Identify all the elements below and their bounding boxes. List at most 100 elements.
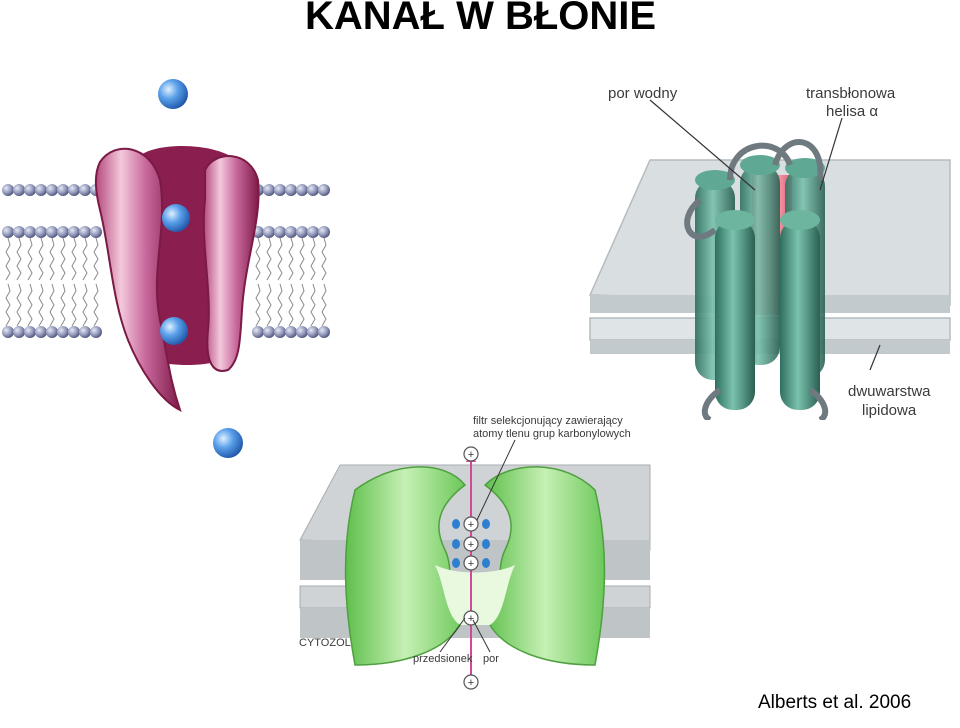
helix-channel-panel: por wodny transbłonowa helisa α dwuwarst…: [588, 85, 951, 420]
lipid-tail: [321, 283, 327, 327]
label-water-pore: por wodny: [608, 85, 678, 102]
lipid-tail: [60, 283, 66, 327]
label-transmembrane-helix-line2: helisa α: [826, 103, 878, 120]
svg-text:+: +: [468, 519, 474, 531]
label-selectivity-filter-line2: atomy tlenu grup karbonylowych: [473, 428, 631, 440]
channel-protein-left-subunit: [94, 147, 182, 412]
lipid-head: [24, 326, 36, 338]
label-lipid-bilayer-line2: lipidowa: [862, 402, 917, 419]
lipid-tail: [5, 283, 11, 327]
lipid-head: [274, 184, 286, 196]
lipid-head: [57, 226, 69, 238]
lipid-head: [46, 226, 58, 238]
lipid-tail: [38, 237, 44, 281]
lipid-tail: [49, 237, 55, 281]
ion-in-channel-upper: [162, 204, 190, 232]
lipid-head: [318, 226, 330, 238]
filter-vestibule: [435, 565, 515, 625]
lipid-tail: [27, 283, 33, 327]
lipid-tail: [5, 237, 11, 281]
permeating-ions: [463, 446, 479, 690]
svg-text:+: +: [468, 449, 474, 461]
lipid-tail: [27, 237, 33, 281]
lipid-head: [90, 226, 102, 238]
lipid-head: [13, 226, 25, 238]
label-lipid-bilayer-line1: dwuwarstwa: [848, 383, 931, 400]
lipid-tail: [16, 283, 22, 327]
lipid-head: [296, 184, 308, 196]
ion-below-membrane: [213, 428, 243, 458]
svg-text:+: +: [468, 539, 474, 551]
lipid-tail: [60, 237, 66, 281]
lipid-head: [79, 226, 91, 238]
lipid-head: [263, 326, 275, 338]
lipid-head: [318, 184, 330, 196]
lipid-head: [24, 226, 36, 238]
lipid-tail: [255, 283, 261, 327]
lipid-head: [285, 226, 297, 238]
lipid-bilayer: [2, 184, 330, 338]
lipid-head: [2, 226, 14, 238]
lipid-head: [307, 184, 319, 196]
lipid-tail: [266, 237, 272, 281]
lipid-head: [13, 184, 25, 196]
lipid-head: [307, 326, 319, 338]
label-selectivity-filter-line1: filtr selekcjonujący zawierający: [473, 415, 623, 427]
filter-protein-right: [483, 466, 606, 666]
page-title: KANAŁ W BŁONIE: [305, 0, 657, 38]
lipid-head: [79, 326, 91, 338]
lipid-tail: [288, 237, 294, 281]
ion-above-membrane: [158, 79, 188, 109]
ion-in-channel-lower: [160, 317, 188, 345]
lipid-tail: [288, 283, 294, 327]
lipid-tail: [277, 237, 283, 281]
lipid-tail: [71, 237, 77, 281]
lipid-head: [68, 226, 80, 238]
lipid-head: [296, 226, 308, 238]
label-vestibule: przedsionek: [413, 653, 473, 665]
lipid-tail: [266, 283, 272, 327]
svg-text:+: +: [468, 558, 474, 570]
svg-text:+: +: [468, 677, 474, 689]
lipid-tail: [71, 283, 77, 327]
lipid-tail: [16, 237, 22, 281]
channel-protein-right-subunit: [202, 155, 260, 372]
citation: Alberts et al. 2006: [758, 692, 912, 713]
lipid-tail: [49, 283, 55, 327]
lipid-head: [57, 184, 69, 196]
lipid-head: [46, 184, 58, 196]
lipid-tail: [38, 283, 44, 327]
carbonyl-oxygen-atoms: [452, 519, 490, 568]
lipid-head: [90, 326, 102, 338]
lipid-head: [35, 184, 47, 196]
lipid-head: [35, 226, 47, 238]
lipid-tail: [82, 237, 88, 281]
lipid-head: [285, 326, 297, 338]
lipid-tail: [93, 237, 99, 281]
svg-text:+: +: [468, 613, 474, 625]
lipid-head: [296, 326, 308, 338]
label-filter-pore: por: [483, 653, 499, 665]
lipid-head: [79, 184, 91, 196]
label-transmembrane-helix-line1: transbłonowa: [806, 85, 896, 102]
lipid-head: [68, 326, 80, 338]
filter-protein-left: [344, 466, 467, 666]
lipid-head: [274, 226, 286, 238]
lipid-tail: [299, 237, 305, 281]
lipid-tail: [310, 237, 316, 281]
schematic-channel-panel: [2, 79, 330, 458]
lipid-tail: [299, 283, 305, 327]
lipid-tail: [310, 283, 316, 327]
label-cytosol: CYTOZOL: [299, 637, 351, 649]
lipid-head: [307, 226, 319, 238]
lipid-head: [318, 326, 330, 338]
lipid-head: [68, 184, 80, 196]
lipid-head: [263, 184, 275, 196]
lipid-head: [13, 326, 25, 338]
lipid-head: [2, 184, 14, 196]
lipid-tail: [255, 237, 261, 281]
lipid-head: [285, 184, 297, 196]
lipid-head: [252, 326, 264, 338]
lipid-head: [46, 326, 58, 338]
lipid-head: [57, 326, 69, 338]
